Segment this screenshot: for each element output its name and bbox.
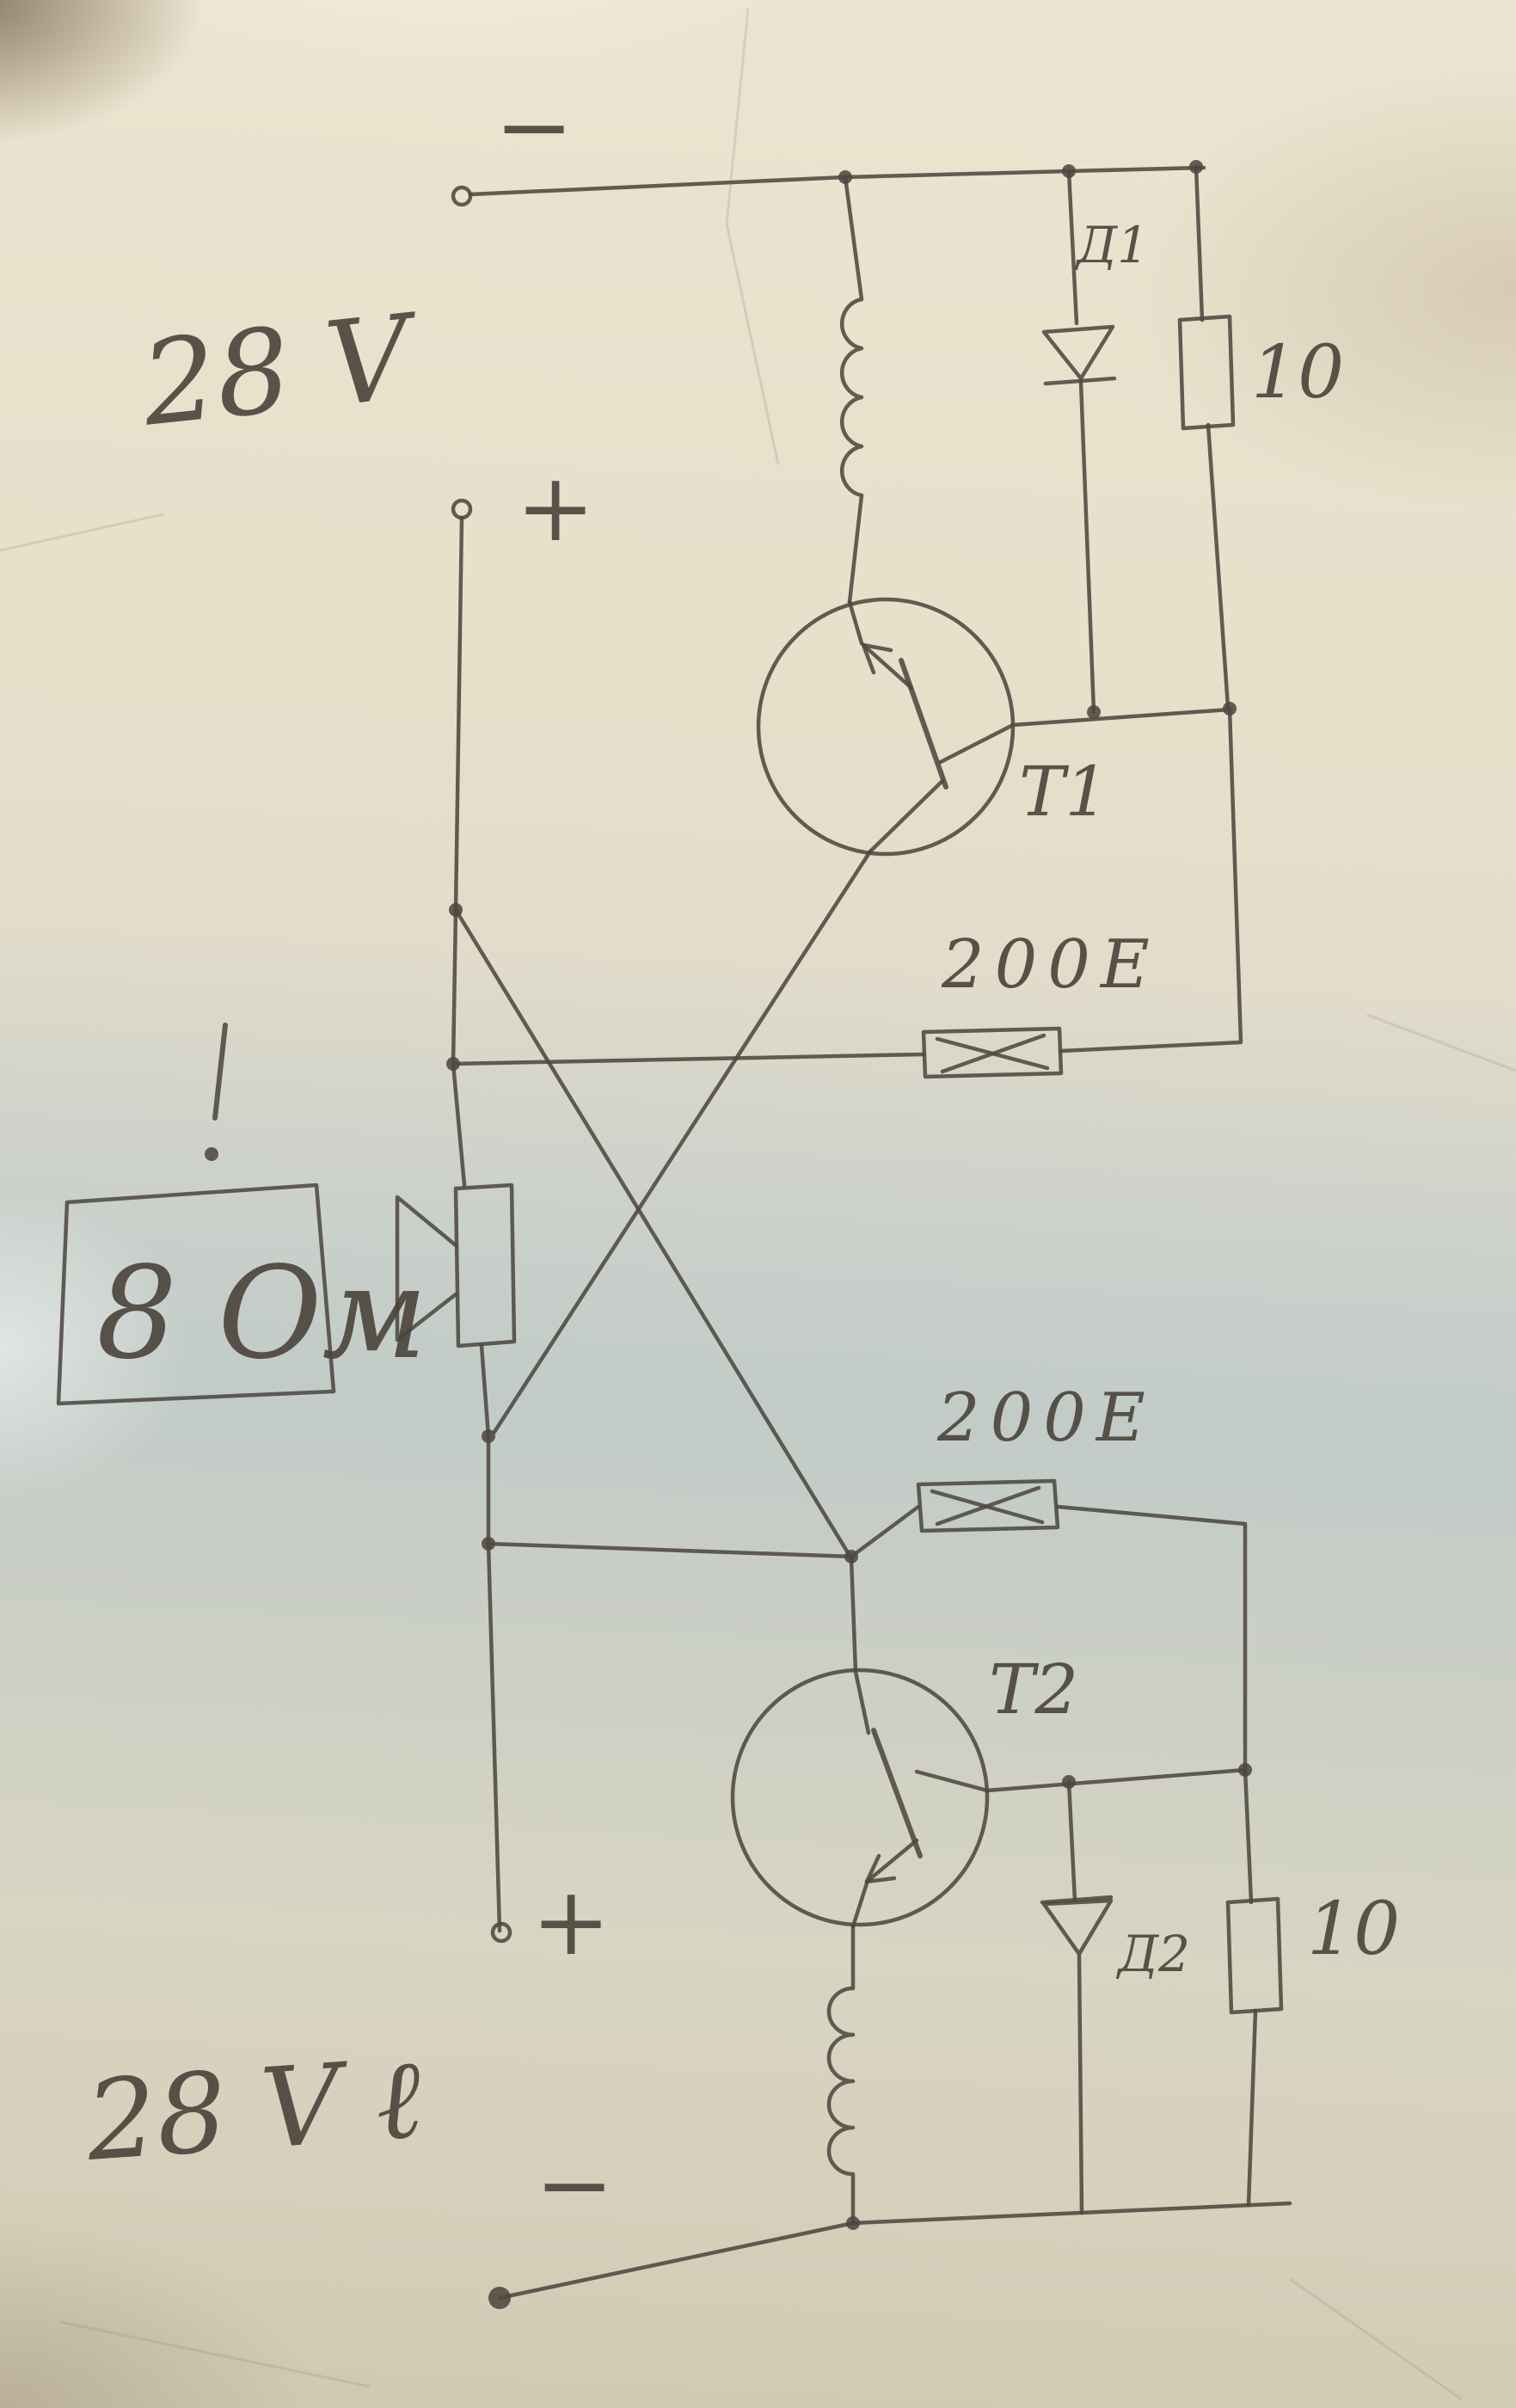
paper-crease-lines — [0, 8, 1516, 2401]
transistor-1-label: T1 — [1019, 752, 1108, 832]
attention-mark — [205, 1023, 228, 1161]
supply-label-top: 28 V — [135, 289, 427, 452]
speaker-symbol — [395, 1182, 517, 1933]
cross-wire-b — [492, 849, 873, 1434]
bottom-rail-wire — [497, 2201, 1292, 2300]
inductor-1 — [839, 175, 864, 605]
coupling-resistor-top-label: 200E — [941, 926, 1160, 1004]
coupling-resistor-top — [451, 706, 1243, 1079]
transistor-2 — [730, 1556, 1248, 1929]
transistor-1 — [756, 597, 1232, 857]
supply-label-bottom: 28 V ℓ — [82, 2035, 426, 2186]
resistor-10-top-label: 10 — [1251, 330, 1344, 415]
plus-label-top: + — [516, 452, 595, 562]
speaker-impedance-label: 8 Ом — [96, 1239, 427, 1387]
diode-1 — [1041, 169, 1117, 715]
terminal-plus-top — [451, 498, 473, 520]
minus-label-top: − — [494, 71, 574, 181]
plus-label-bottom: + — [531, 1866, 611, 1976]
speaker-label-box — [56, 1182, 336, 1406]
coupling-resistor-bottom-label: 200E — [936, 1379, 1156, 1457]
cross-wire-a — [453, 907, 854, 1561]
minus-label-bottom: − — [535, 2129, 614, 2239]
resistor-10-top — [1177, 164, 1236, 710]
terminal-plus-bottom — [490, 1921, 512, 1944]
diode-2-label: Д2 — [1115, 1925, 1190, 1983]
junction-dots — [446, 160, 1252, 2230]
diode-1-label: Д1 — [1074, 216, 1149, 274]
inductor-2 — [826, 1924, 856, 2226]
transistor-2-arrow-icon — [864, 1876, 897, 1884]
left-rail-wire — [451, 515, 467, 1188]
top-rail-wire — [468, 165, 1206, 197]
transistor-1-arrow-icon — [861, 642, 893, 653]
resistor-10-bottom — [1225, 1767, 1284, 2208]
terminal-minus-top — [451, 185, 473, 207]
diode-2 — [1040, 1779, 1114, 2215]
resistor-10-bottom-label: 10 — [1307, 1887, 1400, 1972]
transistor-2-label: T2 — [989, 1649, 1078, 1729]
